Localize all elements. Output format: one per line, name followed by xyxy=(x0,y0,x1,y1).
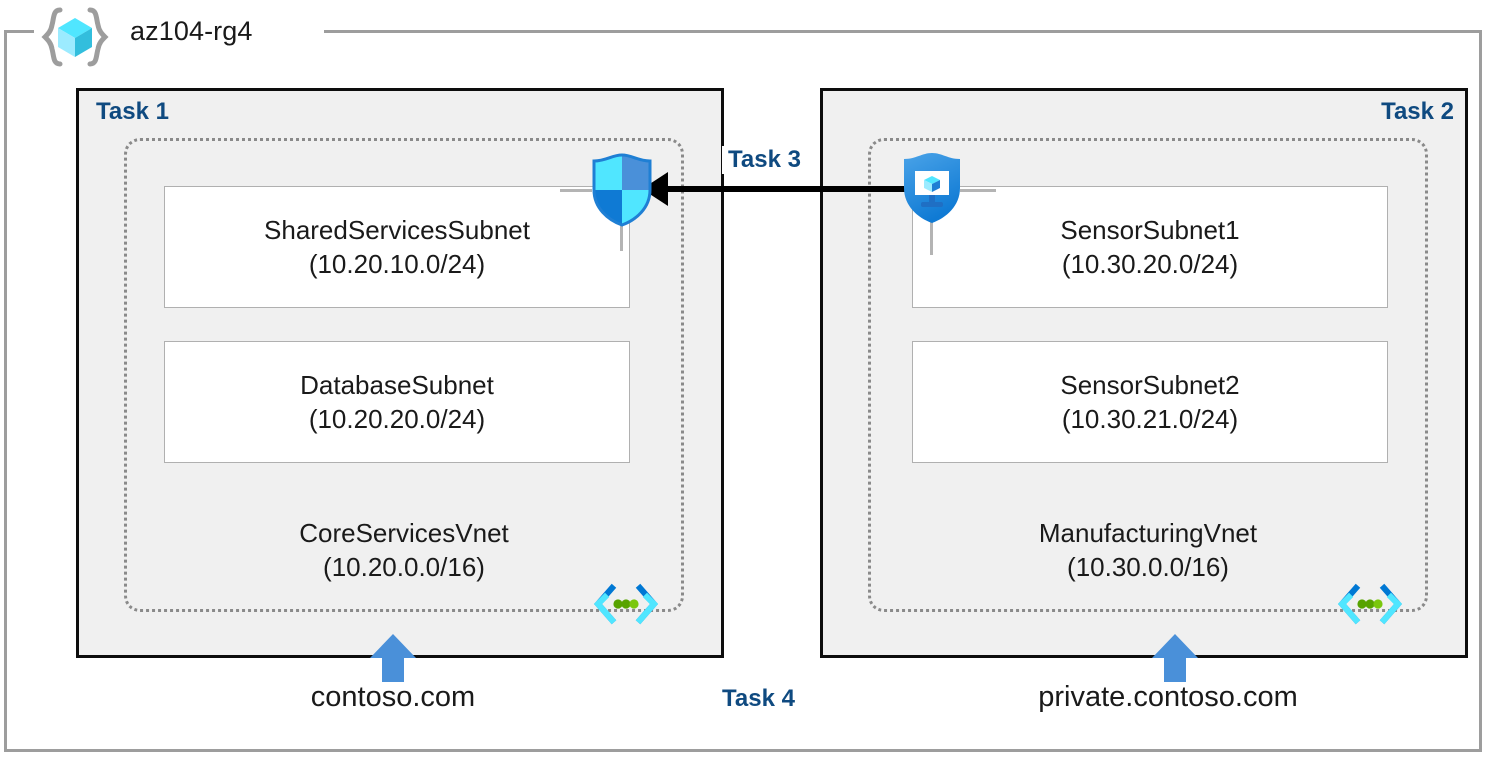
vnet-core-services xyxy=(124,138,684,612)
subnet-name: SharedServicesSubnet xyxy=(264,214,530,245)
task1-label: Task 1 xyxy=(96,98,169,125)
up-arrow-icon xyxy=(370,634,416,682)
subnet-cidr: (10.20.10.0/24) xyxy=(308,249,486,279)
subnet-name: SensorSubnet1 xyxy=(1060,214,1240,245)
subnet-name: DatabaseSubnet xyxy=(300,369,494,400)
vm-protected-shield-icon xyxy=(896,150,968,226)
subnet-cidr: (10.30.21.0/24) xyxy=(1061,404,1239,434)
vnet-icon xyxy=(1336,582,1404,626)
vnet-cidr: (10.20.0.0/16) xyxy=(323,552,485,583)
subnet-name: SensorSubnet2 xyxy=(1060,369,1240,400)
vnet-cidr: (10.30.0.0/16) xyxy=(1067,552,1229,583)
peering-arrow-line xyxy=(664,186,909,192)
up-arrow-icon xyxy=(1152,634,1198,682)
security-shield-icon xyxy=(586,152,658,228)
connector-stub xyxy=(930,215,933,255)
resource-group-frame xyxy=(4,30,1482,752)
task4-label: Task 4 xyxy=(722,685,795,712)
subnet-sensor-2: SensorSubnet2 (10.30.21.0/24) xyxy=(912,341,1388,463)
resource-group-name: az104-rg4 xyxy=(130,16,253,46)
task2-label: Task 2 xyxy=(1381,98,1454,125)
subnet-cidr: (10.20.20.0/24) xyxy=(308,404,486,434)
connector-stub xyxy=(560,189,592,192)
task3-label: Task 3 xyxy=(722,146,807,174)
subnet-shared-services: SharedServicesSubnet (10.20.10.0/24) xyxy=(164,186,630,308)
connector-stub xyxy=(620,215,623,251)
dns-zone-label-left: contoso.com xyxy=(310,681,476,713)
vnet-manufacturing-label: ManufacturingVnet (10.30.0.0/16) xyxy=(868,516,1428,585)
vnet-name: ManufacturingVnet xyxy=(1038,518,1258,548)
subnet-cidr: (10.30.20.0/24) xyxy=(1061,249,1239,279)
azure-resource-group-cube-icon xyxy=(40,6,110,68)
vnet-core-services-label: CoreServicesVnet (10.20.0.0/16) xyxy=(124,516,684,585)
dns-zone-label-right: private.contoso.com xyxy=(1038,681,1298,713)
subnet-sensor-1: SensorSubnet1 (10.30.20.0/24) xyxy=(912,186,1388,308)
connector-stub xyxy=(960,189,996,192)
vnet-name: CoreServicesVnet xyxy=(299,518,509,548)
subnet-database: DatabaseSubnet (10.20.20.0/24) xyxy=(164,341,630,463)
vnet-manufacturing xyxy=(868,138,1428,612)
vnet-icon xyxy=(592,582,660,626)
